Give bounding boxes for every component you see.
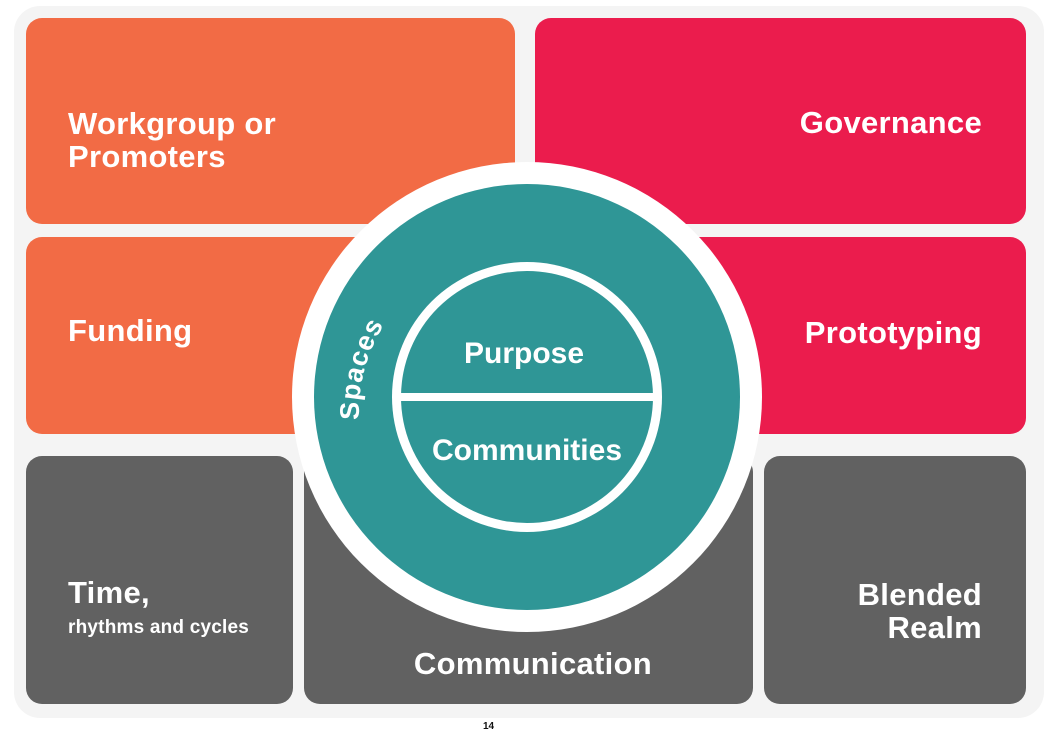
tile-time [26, 456, 293, 704]
communities-label: Communities [432, 434, 622, 467]
page-number: 14 [483, 721, 495, 732]
tile-blended [764, 456, 1026, 704]
tile-governance-label: Governance [799, 105, 982, 140]
tile-workgroup-line2: Promoters [68, 139, 226, 174]
tile-blended-label: Blended Realm [858, 578, 982, 644]
tile-time-label: Time, rhythms and cycles [68, 576, 249, 639]
tile-time-line2: rhythms and cycles [68, 617, 250, 638]
tile-workgroup-label: Workgroup or Promoters [68, 107, 276, 173]
tile-time-line1: Time, [68, 575, 150, 610]
tile-blended-line2: Realm [887, 610, 982, 645]
tile-blended-line1: Blended [857, 577, 982, 612]
inner-divider [394, 393, 660, 401]
tile-workgroup-line1: Workgroup or [68, 106, 276, 141]
tile-prototyping-label: Prototyping [804, 315, 982, 350]
purpose-label: Purpose [464, 337, 584, 370]
tile-communication-label: Communication [413, 646, 653, 681]
tile-funding-label: Funding [68, 313, 193, 348]
